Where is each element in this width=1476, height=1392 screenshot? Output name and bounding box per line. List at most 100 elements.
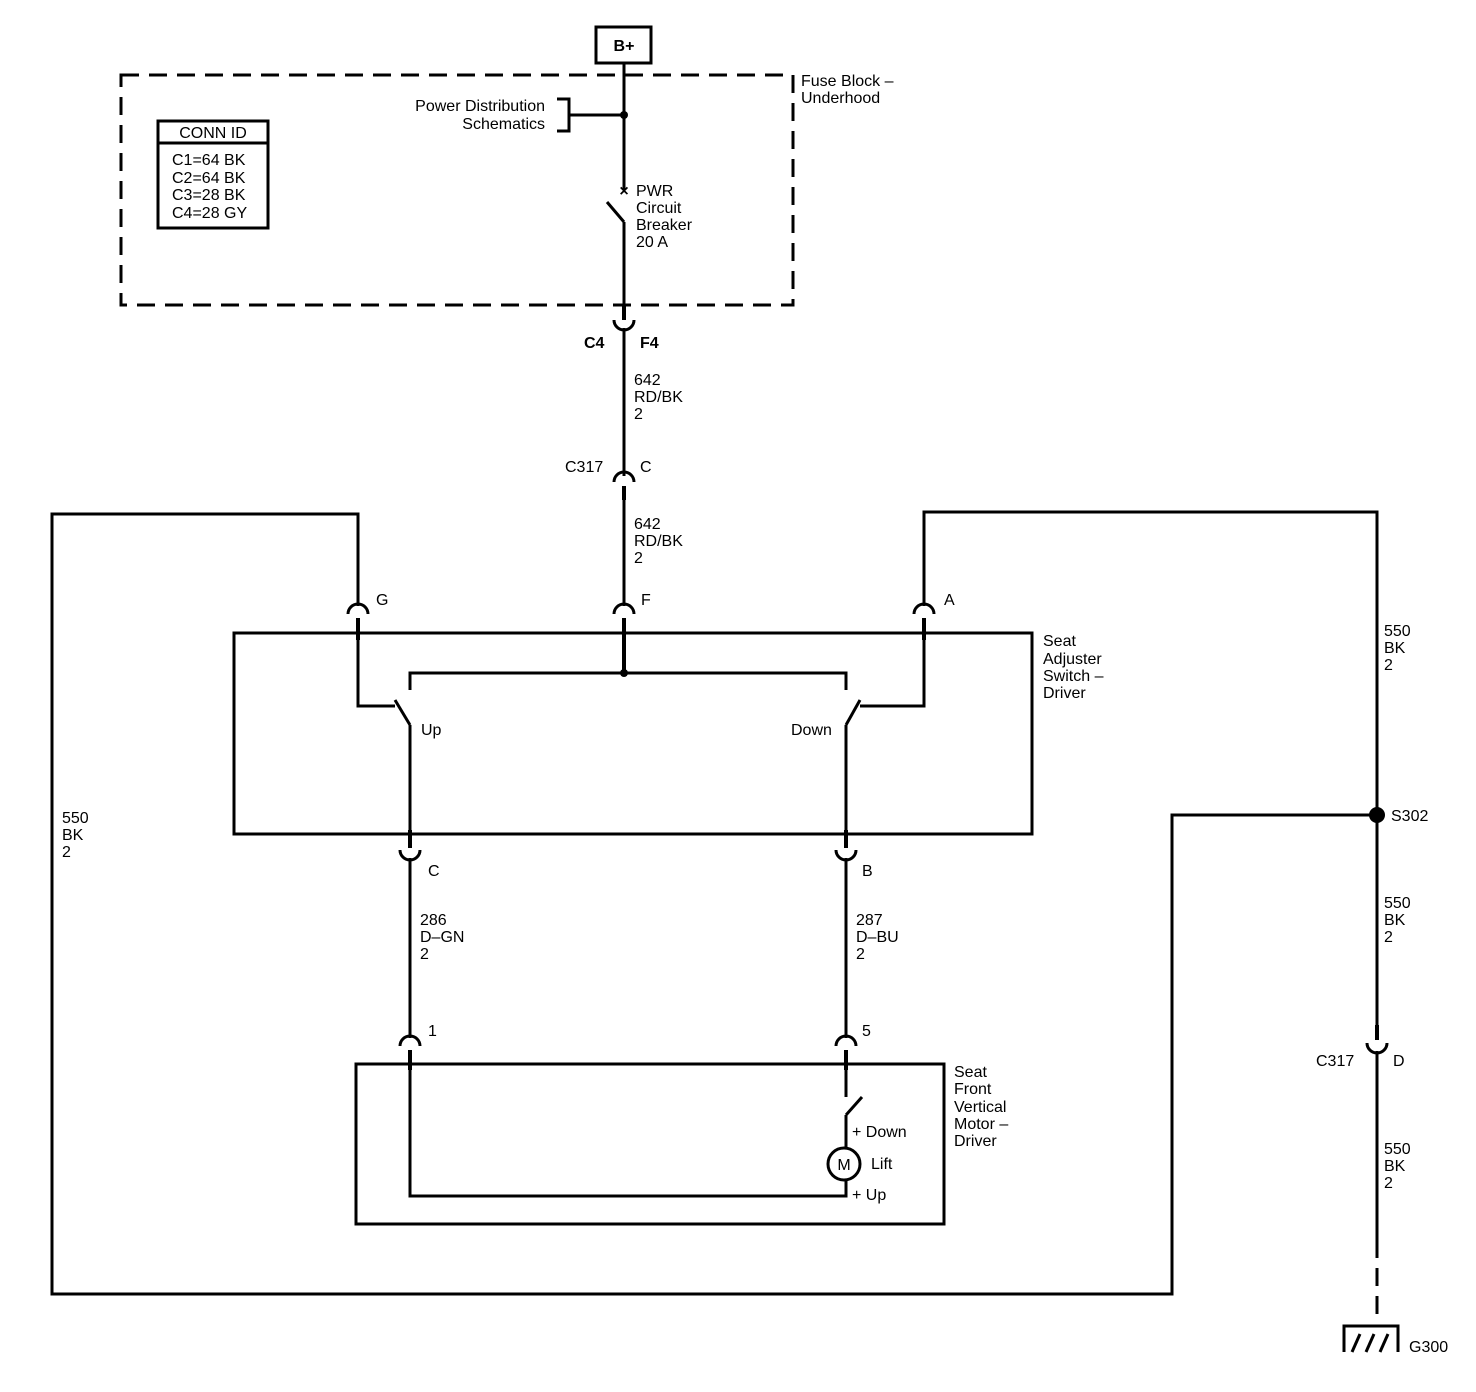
fuse-block-label-2: Underhood xyxy=(801,90,880,107)
switch-label-2: Adjuster xyxy=(1043,651,1102,668)
conn-c317-bottom-label: C317 xyxy=(1316,1053,1354,1070)
conn-id-table: CONN ID C1=64 BK C2=64 BK C3=28 BK C4=28… xyxy=(156,119,270,230)
pin-f-label: F xyxy=(641,592,651,609)
power-dist-label-2: Schematics xyxy=(462,116,545,133)
wire-642-label-a: 642 RD/BK 2 xyxy=(634,372,683,423)
breaker-x-icon: × xyxy=(619,183,628,200)
motor-label-1: Seat xyxy=(954,1064,987,1081)
switch-label-1: Seat xyxy=(1043,633,1076,650)
switch-down-contact xyxy=(844,699,862,726)
connector-c317-top: C317 C xyxy=(565,459,652,606)
wire-number: 642 xyxy=(634,516,661,533)
conn-id-row: C1=64 BK xyxy=(172,152,246,169)
switch-pin-c: C xyxy=(398,830,440,1038)
breaker-label-2: Circuit xyxy=(636,200,682,217)
circuit-breaker: × PWR Circuit Breaker 20 A xyxy=(605,183,693,310)
splice-s302 xyxy=(1369,807,1385,823)
conn-id-row: C3=28 BK xyxy=(172,187,246,204)
wire-number: 550 xyxy=(1384,895,1411,912)
breaker-label-3: Breaker xyxy=(636,217,693,234)
switch-label-4: Driver xyxy=(1043,685,1086,702)
motor-label-3: Vertical xyxy=(954,1099,1006,1116)
wire-550-right xyxy=(922,510,1379,1025)
conn-c4-label: C4 xyxy=(584,335,605,352)
wire-550-label-right-top: 550 BK 2 xyxy=(1384,623,1411,674)
switch-pin-b: B xyxy=(834,830,873,1038)
wire-287-label: 287 D–BU 2 xyxy=(856,912,899,963)
seat-motor-box xyxy=(354,1062,946,1226)
pin-c-label: C xyxy=(428,863,440,880)
wire-number: 550 xyxy=(1384,1141,1411,1158)
seat-adjuster-switch-box xyxy=(232,631,1034,836)
wire-size: 2 xyxy=(634,550,643,567)
switch-bus xyxy=(408,671,848,690)
wire-size: 2 xyxy=(1384,929,1393,946)
wire-color: BK xyxy=(62,827,84,844)
conn-id-row: C2=64 BK xyxy=(172,170,246,187)
battery-label: B+ xyxy=(614,38,635,55)
motor-icon xyxy=(826,1146,862,1182)
wire-size: 2 xyxy=(856,946,865,963)
wire-number: 642 xyxy=(634,372,661,389)
wire-color: D–BU xyxy=(856,929,899,946)
wire-550-ground-loop xyxy=(50,512,1377,1296)
switch-pin-g: G xyxy=(346,592,395,708)
wire-number: 550 xyxy=(1384,623,1411,640)
breaker-contact xyxy=(605,201,626,223)
power-dist-bracket xyxy=(557,97,571,133)
motor-label-4: Motor – xyxy=(954,1116,1008,1133)
wire-size: 2 xyxy=(1384,657,1393,674)
pin-g-label: G xyxy=(376,592,388,609)
wire-642-label-b: 642 RD/BK 2 xyxy=(634,516,683,567)
conn-c317-pin: C xyxy=(640,459,652,476)
connector-c4-f4: C4 F4 xyxy=(584,305,659,476)
pin-1-label: 1 xyxy=(428,1023,437,1040)
conn-c317-bottom-pin: D xyxy=(1393,1053,1405,1070)
fuse-block-label-1: Fuse Block – xyxy=(801,73,894,90)
ground-label: G300 xyxy=(1409,1339,1448,1356)
breaker-label-1: PWR xyxy=(636,183,673,200)
switch-up-contact xyxy=(393,699,412,726)
conn-id-box xyxy=(156,119,270,230)
wire-number: 550 xyxy=(62,810,89,827)
pin-b-label: B xyxy=(862,863,873,880)
wire-color: BK xyxy=(1384,912,1406,929)
motor-up-label: + Up xyxy=(852,1187,886,1204)
wire-color: RD/BK xyxy=(634,389,683,406)
wire-550-label-right-mid: 550 BK 2 xyxy=(1384,895,1411,946)
switch-label-3: Switch – xyxy=(1043,668,1104,685)
conn-c317-label: C317 xyxy=(565,459,603,476)
wire-size: 2 xyxy=(420,946,429,963)
wire-color: BK xyxy=(1384,1158,1406,1175)
switch-up-label: Up xyxy=(421,722,442,739)
power-dist-label-1: Power Distribution xyxy=(415,98,545,115)
motor-label-5: Driver xyxy=(954,1133,997,1150)
switch-pin-a: A xyxy=(860,592,955,708)
conn-id-title: CONN ID xyxy=(179,125,247,142)
wire-size: 2 xyxy=(62,844,71,861)
motor-pin-5: 5 xyxy=(834,1023,871,1097)
wire-color: RD/BK xyxy=(634,533,683,550)
wire-color: BK xyxy=(1384,640,1406,657)
splice-label: S302 xyxy=(1391,808,1428,825)
switch-down-label: Down xyxy=(791,722,832,739)
wire-color: D–GN xyxy=(420,929,464,946)
fuse-block-outline xyxy=(119,73,795,307)
switch-up: Up xyxy=(393,699,442,834)
motor-down-label: + Down xyxy=(852,1124,907,1141)
pin-5-label: 5 xyxy=(862,1023,871,1040)
wire-286-label: 286 D–GN 2 xyxy=(420,912,464,963)
switch-down: Down xyxy=(791,699,862,834)
pin-a-label: A xyxy=(944,592,955,609)
switch-pin-f: F xyxy=(612,592,651,673)
conn-f4-label: F4 xyxy=(640,335,659,352)
wire-size: 2 xyxy=(1384,1175,1393,1192)
motor-pin-1: 1 xyxy=(398,1023,848,1198)
ground-icon xyxy=(1342,1324,1400,1353)
wire-size: 2 xyxy=(634,406,643,423)
motor-limit-switch xyxy=(844,1096,864,1148)
wire-number: 286 xyxy=(420,912,447,929)
connector-c317-bottom: C317 D xyxy=(1316,1025,1405,1240)
motor-symbol: M xyxy=(837,1157,850,1174)
